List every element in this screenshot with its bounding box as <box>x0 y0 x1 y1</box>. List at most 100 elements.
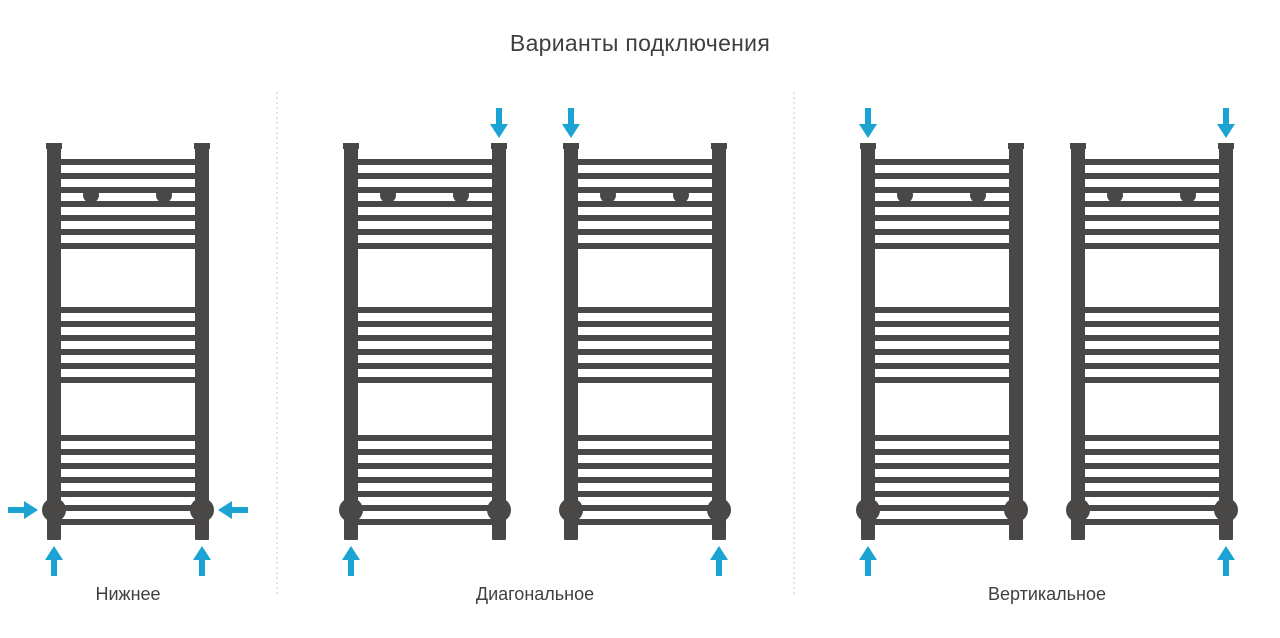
towel-rail <box>571 201 719 207</box>
towel-rail <box>868 377 1016 383</box>
flow-arrow-down <box>490 108 508 138</box>
caption-vertical-connection: Вертикальное <box>987 584 1107 604</box>
radiator-diagonal-connection-1 <box>339 108 511 576</box>
towel-rail <box>54 229 202 235</box>
right-post-cap <box>711 143 727 149</box>
towel-rail <box>54 321 202 327</box>
towel-rail <box>868 335 1016 341</box>
towel-rail <box>351 307 499 313</box>
left-post-cap <box>46 143 62 149</box>
towel-rail <box>54 477 202 483</box>
towel-rail <box>1078 335 1226 341</box>
towel-rail <box>868 159 1016 165</box>
towel-rail <box>1078 505 1226 511</box>
mounting-knob <box>1107 187 1123 203</box>
left-post <box>1071 145 1085 540</box>
left-connection-nut <box>856 498 880 522</box>
towel-rail <box>571 321 719 327</box>
towel-rail <box>1078 491 1226 497</box>
towel-rail <box>571 449 719 455</box>
towel-rail <box>571 519 719 525</box>
left-post-cap <box>1070 143 1086 149</box>
left-post <box>344 145 358 540</box>
flow-arrow-down <box>1217 108 1235 138</box>
left-post <box>861 145 875 540</box>
towel-rail <box>868 243 1016 249</box>
towel-rail <box>1078 377 1226 383</box>
towel-rail <box>54 307 202 313</box>
towel-rail <box>351 435 499 441</box>
radiator-diagonal-connection-2 <box>559 108 731 576</box>
mounting-knob <box>970 187 986 203</box>
towel-rail <box>351 363 499 369</box>
towel-rail <box>571 377 719 383</box>
mounting-knob <box>83 187 99 203</box>
towel-rail <box>571 491 719 497</box>
towel-rail <box>571 435 719 441</box>
towel-rail <box>54 435 202 441</box>
towel-rail <box>571 229 719 235</box>
towel-rail <box>571 363 719 369</box>
towel-rail <box>1078 307 1226 313</box>
flow-arrow-down <box>562 108 580 138</box>
right-post <box>492 145 506 540</box>
towel-rail <box>571 505 719 511</box>
right-post <box>1219 145 1233 540</box>
towel-rail <box>54 159 202 165</box>
right-post-cap <box>194 143 210 149</box>
towel-rail <box>1078 159 1226 165</box>
towel-rail <box>868 463 1016 469</box>
towel-rail <box>351 349 499 355</box>
towel-rail <box>1078 173 1226 179</box>
towel-rail <box>351 449 499 455</box>
left-post <box>47 145 61 540</box>
towel-rail <box>351 187 499 193</box>
right-post <box>1009 145 1023 540</box>
towel-rail <box>54 187 202 193</box>
towel-rail <box>54 173 202 179</box>
towel-rail <box>868 349 1016 355</box>
flow-arrow-up <box>710 546 728 576</box>
towel-rail <box>868 187 1016 193</box>
towel-rail <box>1078 435 1226 441</box>
flow-arrow-up <box>1217 546 1235 576</box>
towel-rail <box>351 243 499 249</box>
towel-rail <box>868 201 1016 207</box>
towel-rail <box>1078 477 1226 483</box>
left-connection-nut <box>339 498 363 522</box>
right-connection-nut <box>1004 498 1028 522</box>
towel-rail <box>868 491 1016 497</box>
towel-rail <box>868 321 1016 327</box>
towel-rail <box>868 435 1016 441</box>
right-post-cap <box>491 143 507 149</box>
towel-rail <box>351 463 499 469</box>
towel-rail <box>868 477 1016 483</box>
flow-arrow-right <box>8 501 38 519</box>
flow-arrow-up <box>342 546 360 576</box>
right-post-cap <box>1218 143 1234 149</box>
towel-rail <box>571 307 719 313</box>
towel-rail <box>868 307 1016 313</box>
towel-rail <box>868 229 1016 235</box>
mounting-knob <box>453 187 469 203</box>
mounting-knob <box>380 187 396 203</box>
right-connection-nut <box>707 498 731 522</box>
towel-rail <box>54 335 202 341</box>
towel-rail <box>54 363 202 369</box>
towel-rail <box>54 491 202 497</box>
towel-rail <box>351 201 499 207</box>
page-title: Варианты подключения <box>509 30 771 56</box>
towel-rail <box>1078 349 1226 355</box>
towel-rail <box>1078 519 1226 525</box>
flow-arrow-down <box>859 108 877 138</box>
towel-rail <box>1078 449 1226 455</box>
towel-rail <box>351 377 499 383</box>
flow-arrow-left <box>218 501 248 519</box>
towel-rail <box>868 449 1016 455</box>
towel-rail <box>868 215 1016 221</box>
towel-rail <box>1078 321 1226 327</box>
flow-arrow-up <box>45 546 63 576</box>
towel-rail <box>571 187 719 193</box>
towel-rail <box>1078 215 1226 221</box>
